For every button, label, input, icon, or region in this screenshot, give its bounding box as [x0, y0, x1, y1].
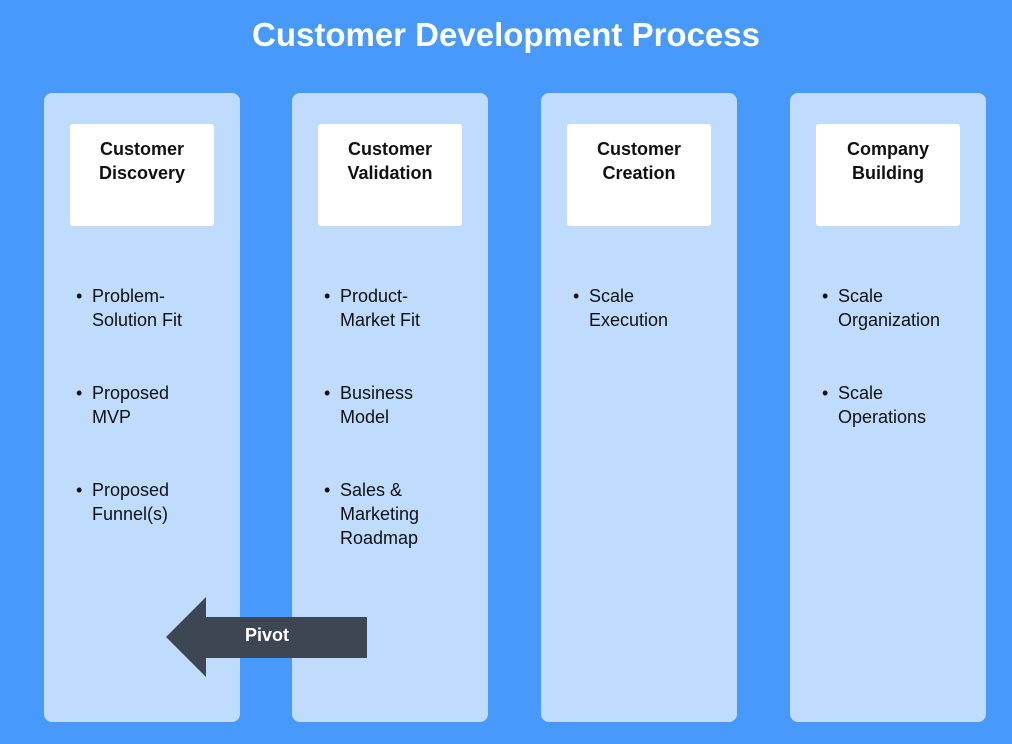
list-item-text: Scale Execution — [589, 286, 669, 330]
stage-header-label: Customer Validation — [347, 139, 433, 183]
stage-header-box: Company Building — [816, 124, 960, 226]
stage-header-box: Customer Creation — [567, 124, 711, 226]
bullet-icon: • — [324, 383, 331, 403]
bullet-icon: • — [573, 286, 580, 306]
stage-column-customer-discovery: Customer Discovery • Problem- Solution Fi… — [44, 93, 240, 722]
list-item-text: Business Model — [340, 383, 414, 427]
stage-header-box: Customer Validation — [318, 124, 462, 226]
list-item: • Scale Execution — [571, 284, 731, 332]
list-item-text: Proposed MVP — [92, 383, 170, 427]
list-item-text: Sales & Marketing Roadmap — [340, 480, 420, 548]
bullet-icon: • — [324, 286, 331, 306]
list-item-text: Proposed Funnel(s) — [92, 480, 170, 524]
list-item-text: Scale Organization — [838, 286, 941, 330]
bullet-icon: • — [76, 480, 83, 500]
stage-header-label: Customer Discovery — [98, 139, 186, 183]
stage-column-company-building: Company Building • Scale Organization • Sc… — [790, 93, 986, 722]
bullet-icon: • — [822, 383, 829, 403]
stage-header-label: Customer Creation — [596, 139, 681, 183]
stage-column-customer-creation: Customer Creation • Scale Execution — [541, 93, 737, 722]
list-item-text: Problem- Solution Fit — [92, 286, 183, 330]
stage-header-label: Company Building — [846, 139, 929, 183]
list-item-text: Scale Operations — [838, 383, 927, 427]
stage-bullet-list: • Scale Execution — [571, 284, 731, 381]
list-item: • Scale Organization — [820, 284, 980, 332]
stage-bullet-list: • Scale Organization • Scale Operations — [820, 284, 980, 478]
pivot-arrow-icon — [166, 597, 367, 677]
bullet-icon: • — [822, 286, 829, 306]
list-item: • Scale Operations — [820, 381, 980, 429]
list-item: • Business Model — [322, 381, 482, 429]
list-item: • Proposed Funnel(s) — [74, 478, 234, 526]
bullet-icon: • — [324, 480, 331, 500]
stage-header-box: Customer Discovery — [70, 124, 214, 226]
stage-bullet-list: • Problem- Solution Fit • Proposed MVP • Pr… — [74, 284, 234, 575]
page-title: Customer Development Process — [251, 16, 760, 53]
list-item: • Product- Market Fit — [322, 284, 482, 332]
bullet-icon: • — [76, 286, 83, 306]
bullet-icon: • — [76, 383, 83, 403]
list-item: • Problem- Solution Fit — [74, 284, 234, 332]
pivot-label: Pivot — [244, 625, 289, 645]
pivot-arrow-shape — [166, 597, 367, 677]
list-item: • Sales & Marketing Roadmap — [322, 478, 482, 550]
list-item: • Proposed MVP — [74, 381, 234, 429]
list-item-text: Product- Market Fit — [340, 286, 421, 330]
stage-bullet-list: • Product- Market Fit • Business Model • Sa… — [322, 284, 482, 599]
